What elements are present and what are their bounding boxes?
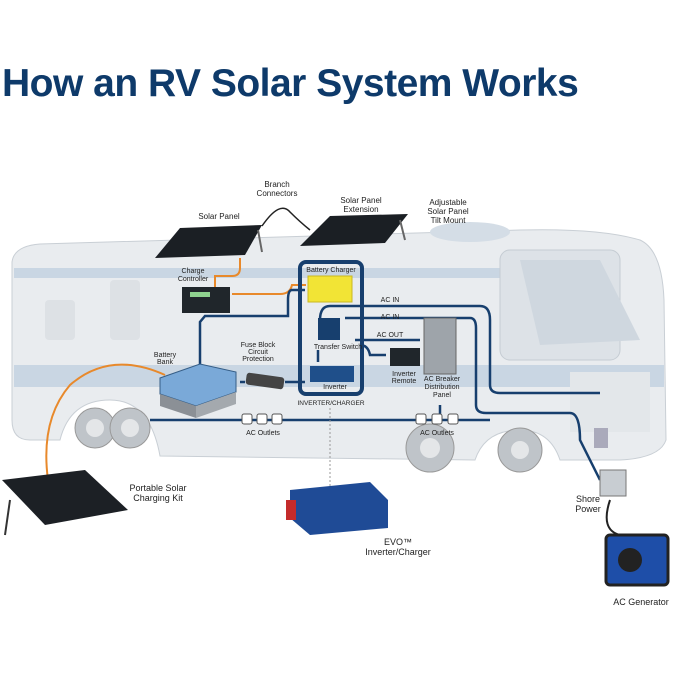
label-evo: EVO™ Inverter/Charger (365, 537, 431, 557)
label-ac-breaker: AC Breaker Distribution Panel (423, 376, 461, 399)
label-ac-outlets-2: AC Outlets (420, 430, 454, 437)
evo-inverter-charger (286, 482, 388, 535)
solar-panel-extension (300, 214, 408, 246)
label-ac-outlets-1: AC Outlets (246, 430, 280, 437)
label-battery-charger: Battery Charger (306, 267, 356, 274)
branch-connector-cable (261, 207, 311, 231)
label-tilt-mount: Adjustable Solar Panel Tilt Mount (427, 198, 469, 225)
battery-bank (159, 363, 237, 418)
battery-charger (307, 275, 353, 303)
ac-breaker-panel (423, 317, 457, 375)
transfer-switch (318, 318, 340, 340)
portable-solar-kit (2, 470, 128, 536)
label-ac-in-2: AC IN (380, 314, 400, 321)
inverter-charger-box (298, 260, 364, 396)
label-solar-panel: Solar Panel (198, 212, 240, 221)
charge-controller (182, 287, 230, 313)
label-battery-bank: Battery Bank (153, 352, 177, 366)
fuse-block (245, 372, 285, 390)
label-ac-generator: AC Generator (613, 597, 669, 607)
ac-generator (604, 533, 670, 587)
label-transfer-switch: Transfer Switch (313, 344, 363, 351)
inverter (310, 366, 354, 382)
page-title: How an RV Solar System Works (2, 62, 579, 105)
label-ac-in-1: AC IN (380, 297, 400, 304)
solar-panel (155, 225, 263, 258)
label-inverter-charger: INVERTER/CHARGER (297, 400, 365, 407)
inverter-remote (390, 348, 420, 366)
label-solar-panel-extension: Solar Panel Extension (340, 196, 382, 214)
label-inverter-remote: Inverter Remote (391, 371, 417, 385)
shore-power (599, 469, 627, 497)
ac-outlets-icon (241, 413, 459, 425)
label-inverter: Inverter (323, 384, 347, 391)
label-charge-controller: Charge Controller (177, 268, 209, 283)
label-shore-power: Shore Power (575, 494, 601, 514)
label-ac-out: AC OUT (376, 332, 404, 339)
label-branch-connectors: Branch Connectors (256, 180, 298, 198)
label-portable-solar: Portable Solar Charging Kit (129, 483, 187, 503)
label-fuse-block: Fuse Block Circuit Protection (240, 342, 276, 363)
